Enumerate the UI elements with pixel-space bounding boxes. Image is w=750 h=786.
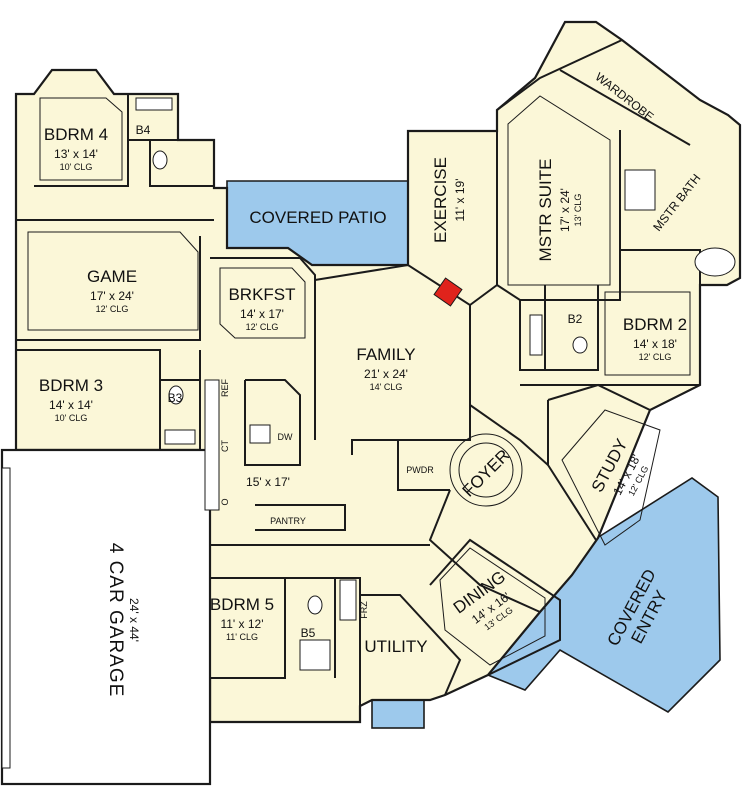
room-exercise: EXERCISE 11' x 19' bbox=[431, 157, 467, 243]
room-b2: B2 bbox=[568, 312, 583, 326]
room-kitchen-dims: 15' x 17' bbox=[246, 475, 290, 489]
room-b4: B4 bbox=[136, 123, 151, 137]
room-covered-patio: COVERED PATIO bbox=[249, 208, 386, 227]
room-name: BRKFST bbox=[228, 285, 295, 304]
room-b3: B3 bbox=[168, 391, 183, 405]
room-garage: 4 CAR GARAGE 24' x 44' bbox=[105, 543, 141, 698]
house-outline bbox=[14, 20, 742, 724]
room-ceiling: 11' CLG bbox=[226, 632, 258, 642]
room-name: 4 CAR GARAGE bbox=[105, 543, 126, 698]
room-game: GAME 17' x 24' 12' CLG bbox=[87, 267, 137, 314]
room-ceiling: 14' CLG bbox=[370, 382, 403, 392]
label-ct: CT bbox=[220, 440, 230, 452]
room-dims: 14' x 17' bbox=[240, 307, 284, 321]
room-bdrm5: BDRM 5 11' x 12' 11' CLG bbox=[210, 595, 274, 642]
fixtures bbox=[135, 97, 736, 671]
room-dims: 24' x 44' bbox=[127, 598, 141, 642]
room-b5: B5 bbox=[301, 626, 316, 640]
fireplace bbox=[433, 277, 463, 307]
room-dims: 11' x 12' bbox=[220, 617, 263, 631]
room-bdrm2: BDRM 2 14' x 18' 12' CLG bbox=[623, 315, 687, 362]
room-name: BDRM 4 bbox=[44, 125, 108, 144]
room-study: STUDY 14' x 18' 12' CLG bbox=[588, 436, 651, 498]
room-dims: 21' x 24' bbox=[364, 367, 408, 381]
label-dw: DW bbox=[278, 432, 293, 442]
room-name: BDRM 2 bbox=[623, 315, 687, 334]
garage-area bbox=[0, 448, 212, 786]
ceiling-outlines bbox=[27, 95, 691, 666]
room-ceiling: 12' CLG bbox=[96, 304, 129, 314]
room-name: GAME bbox=[87, 267, 137, 286]
room-bdrm3: BDRM 3 14' x 14' 10' CLG bbox=[39, 376, 103, 423]
room-ceiling: 12' CLG bbox=[639, 352, 672, 362]
room-name: MSTR SUITE bbox=[536, 159, 555, 262]
room-dims: 13' x 14' bbox=[54, 147, 98, 161]
label-ref: REF bbox=[220, 378, 230, 397]
room-brkfst: BRKFST 14' x 17' 12' CLG bbox=[228, 285, 295, 332]
room-ceiling: 10' CLG bbox=[60, 162, 93, 172]
room-dims: 14' x 14' bbox=[49, 398, 93, 412]
room-mstr-suite: MSTR SUITE 17' x 24' 13' CLG bbox=[536, 159, 583, 262]
room-pwdr: PWDR bbox=[406, 465, 434, 475]
room-name: BDRM 5 bbox=[210, 595, 274, 614]
room-bdrm4: BDRM 4 13' x 14' 10' CLG bbox=[44, 125, 108, 172]
interior-walls bbox=[16, 39, 701, 722]
room-dims: 17' x 24' bbox=[90, 289, 134, 303]
room-name: FAMILY bbox=[356, 345, 415, 364]
room-dims: 11' x 19' bbox=[453, 178, 467, 221]
room-family: FAMILY 21' x 24' 14' CLG bbox=[356, 345, 415, 392]
label-o: O bbox=[220, 498, 230, 505]
garage-door bbox=[1, 467, 11, 769]
room-pantry: PANTRY bbox=[270, 516, 306, 526]
label-frz: FRZ bbox=[359, 601, 369, 619]
room-ceiling: 12' CLG bbox=[246, 322, 279, 332]
room-dims: 14' x 18' bbox=[633, 337, 677, 351]
room-utility: UTILITY bbox=[364, 637, 427, 656]
room-dims: 17' x 24' bbox=[558, 188, 572, 232]
room-ceiling: 13' CLG bbox=[573, 194, 583, 227]
room-name: EXERCISE bbox=[431, 157, 450, 243]
rear-porch-area bbox=[371, 699, 425, 729]
room-name: BDRM 3 bbox=[39, 376, 103, 395]
room-ceiling: 10' CLG bbox=[55, 413, 88, 423]
